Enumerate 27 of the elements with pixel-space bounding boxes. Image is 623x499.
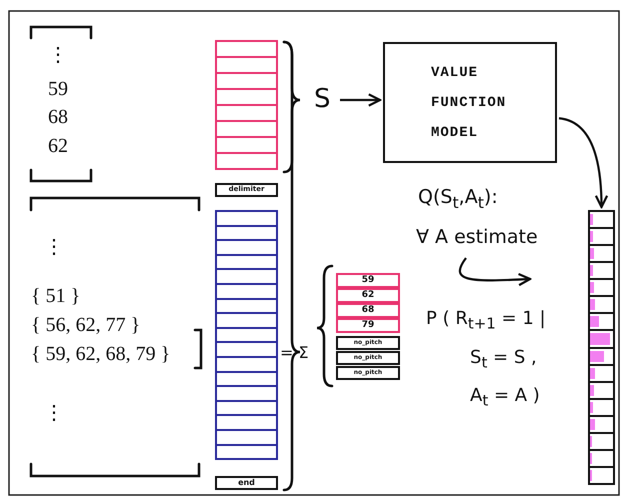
model-title: VALUE FUNCTION MODEL (431, 64, 508, 143)
annotation-text: ∀ A estimate (416, 226, 566, 256)
model-box (383, 42, 557, 163)
token-array (215, 210, 278, 460)
note-set: { 59, 62, 68, 79 } (31, 343, 170, 366)
ellipsis: ⋮ (48, 43, 68, 67)
ellipsis: ⋮ (44, 401, 64, 425)
state-label: S (314, 84, 338, 116)
probability-formula: P ( R$_{t+1}$ = 1 | S$_{t}$ = S , A$_{t}$ = A ) (430, 307, 547, 412)
token-box: end (215, 476, 278, 490)
arrow (340, 93, 382, 107)
q-function-formula: Q(S$_{t}$,A$_{t}$): (418, 186, 498, 212)
note-set: { 56, 62, 77 } (31, 314, 140, 337)
token-cell: 79 (336, 318, 400, 333)
token-cell: 62 (336, 288, 400, 303)
sum-sign: = Σ (280, 343, 309, 362)
token-array (215, 40, 278, 170)
sequence-value: 62 (48, 135, 68, 158)
sequence-value: 68 (48, 106, 68, 129)
ellipsis: ⋮ (44, 235, 64, 259)
token-cell: 59 (336, 273, 400, 288)
arrow (458, 257, 532, 286)
arrow (558, 117, 608, 208)
token-cell: 68 (336, 303, 400, 318)
output-array (588, 210, 615, 485)
note-set: { 51 } (31, 285, 80, 308)
sequence-value: 59 (48, 78, 68, 101)
